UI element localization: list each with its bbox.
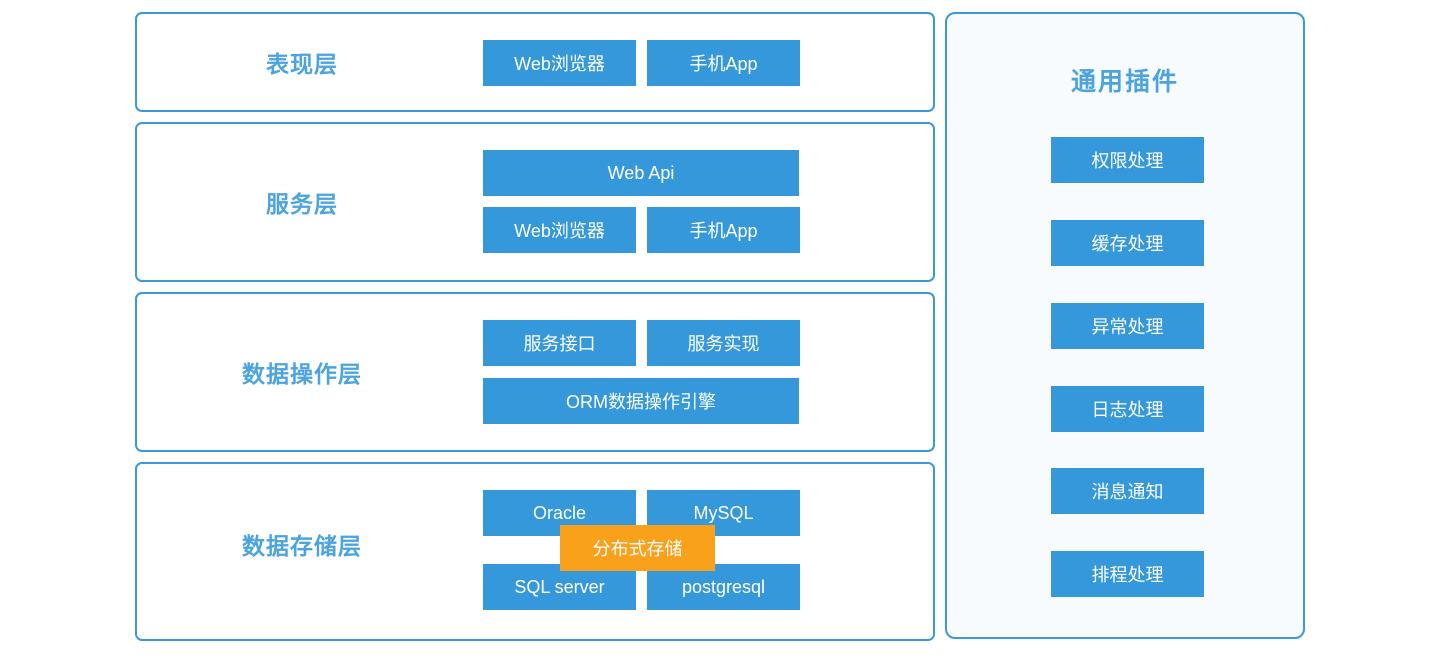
plugin-node-permission: 权限处理: [1051, 137, 1204, 183]
plugin-node-exception: 异常处理: [1051, 303, 1204, 349]
sql-server-node: SQL server: [483, 564, 636, 610]
mobile-app-node: 手机App: [647, 207, 800, 253]
presentation-layer-title: 表现层: [266, 51, 338, 77]
postgresql-node: postgresql: [647, 564, 800, 610]
plugin-panel-title: 通用插件: [1070, 68, 1179, 96]
orm-engine-node: ORM数据操作引擎: [483, 378, 799, 424]
oracle-node: Oracle: [483, 490, 636, 536]
web-api-node: Web Api: [483, 150, 799, 196]
data-storage-layer-title: 数据存储层: [242, 532, 362, 559]
web-browser-node: Web浏览器: [483, 207, 636, 253]
web-browser-node: Web浏览器: [483, 40, 636, 86]
plugin-node-schedule: 排程处理: [1051, 551, 1204, 597]
service-layer-title: 服务层: [266, 191, 338, 217]
service-interface-node: 服务接口: [483, 320, 636, 366]
plugin-panel: 通用插件 权限处理 缓存处理 异常处理 日志处理 消息通知 排程处理: [945, 12, 1305, 639]
layer-panel-presentation: 表现层 Web浏览器 手机App: [135, 12, 935, 112]
plugin-node-cache: 缓存处理: [1051, 220, 1204, 266]
plugin-node-message: 消息通知: [1051, 468, 1204, 514]
layer-panel-data-operation: 数据操作层 服务接口 服务实现 ORM数据操作引擎: [135, 292, 935, 452]
layer-panel-data-storage: 数据存储层 Oracle MySQL SQL server postgresql…: [135, 462, 935, 641]
mobile-app-node: 手机App: [647, 40, 800, 86]
service-implementation-node: 服务实现: [647, 320, 800, 366]
layer-panel-service: 服务层 Web Api Web浏览器 手机App: [135, 122, 935, 282]
plugin-node-log: 日志处理: [1051, 386, 1204, 432]
distributed-storage-node: 分布式存储: [560, 525, 715, 571]
data-operation-layer-title: 数据操作层: [242, 361, 362, 387]
